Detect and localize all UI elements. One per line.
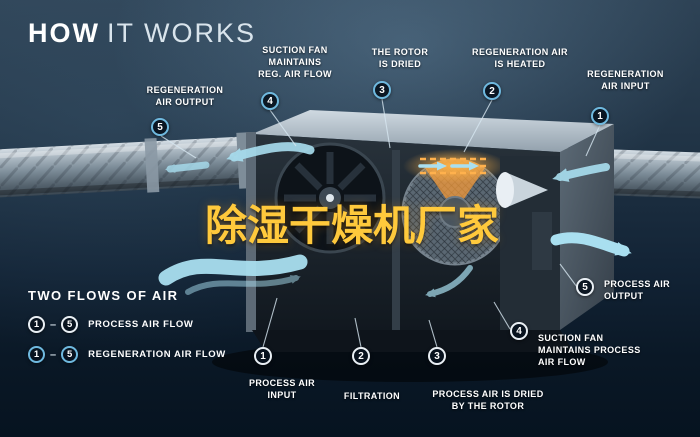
callout-label-regeneration-air-output: REGENERATION AIR OUTPUT	[146, 85, 224, 108]
air-flow-arrows	[158, 142, 632, 298]
legend-process-to-badge: 5	[61, 316, 79, 333]
callout-label-regeneration-air-heated: REGENERATION AIR IS HEATED	[472, 47, 568, 70]
process-fan	[274, 142, 386, 254]
machine-base	[252, 330, 574, 352]
callout-label-rotor-is-dried: THE ROTOR IS DRIED	[371, 47, 429, 70]
regeneration-output-arrow	[226, 142, 315, 162]
callout-num-2-filtration: 2	[352, 347, 370, 365]
title-bold: HOW	[28, 18, 100, 48]
rotor-downflow-arrow	[425, 265, 473, 298]
callout-num-3-process-dried: 3	[428, 347, 446, 365]
process-intake-arrow	[158, 254, 308, 286]
leader-lines	[160, 98, 601, 348]
divider-panel	[392, 150, 400, 330]
callout-num-2-air-heated: 2	[483, 82, 501, 100]
callout-num-5-regeneration-output: 5	[151, 118, 169, 136]
callout-label-suction-fan-reg: SUCTION FAN MAINTAINS REG. AIR FLOW	[258, 45, 332, 80]
callout-label-process-air-output: PROCESS AIR OUTPUT	[604, 279, 671, 302]
regeneration-input-arrow	[552, 163, 610, 182]
watermark-text: 除湿干燥机厂家	[204, 202, 500, 249]
legend-process-from-badge: 1	[28, 316, 45, 333]
machine-body	[212, 110, 614, 382]
legend-process-label: PROCESS AIR FLOW	[88, 319, 194, 330]
callout-num-4-regeneration-fan: 4	[261, 92, 279, 110]
legend-dash: –	[50, 348, 57, 361]
callout-num-5-process-output: 5	[576, 278, 594, 296]
legend-regeneration-from-badge: 1	[28, 346, 45, 363]
callout-num-1-regeneration-input: 1	[591, 107, 609, 125]
callout-label-process-air-input: PROCESS AIR INPUT	[248, 378, 316, 401]
callout-label-suction-fan-process: SUCTION FAN MAINTAINS PROCESS AIR FLOW	[538, 333, 641, 368]
legend-row-process: 1 – 5 PROCESS AIR FLOW	[28, 316, 226, 333]
callout-num-1-process-input: 1	[254, 347, 272, 365]
title-light: IT WORKS	[106, 18, 256, 48]
legend: TWO FLOWS OF AIR 1 – 5 PROCESS AIR FLOW …	[28, 288, 226, 363]
callout-num-3-rotor-dried: 3	[373, 81, 391, 99]
legend-row-regeneration: 1 – 5 REGENERATION AIR FLOW	[28, 346, 226, 363]
legend-regeneration-label: REGENERATION AIR FLOW	[88, 349, 226, 360]
regeneration-fan	[496, 156, 560, 330]
legend-title: TWO FLOWS OF AIR	[28, 288, 179, 303]
process-output-arrow	[550, 232, 632, 257]
callout-label-process-air-dried: PROCESS AIR IS DRIED BY THE ROTOR	[432, 389, 544, 412]
duct-flow-arrow	[165, 161, 210, 173]
callout-label-filtration: FILTRATION	[343, 391, 401, 401]
process-intake-arrow-echo	[185, 275, 301, 295]
callout-num-4-process-fan: 4	[510, 322, 528, 340]
callout-label-regeneration-air-input: REGENERATION AIR INPUT	[587, 69, 664, 92]
legend-dash: –	[50, 318, 57, 331]
legend-regeneration-to-badge: 5	[61, 346, 79, 363]
